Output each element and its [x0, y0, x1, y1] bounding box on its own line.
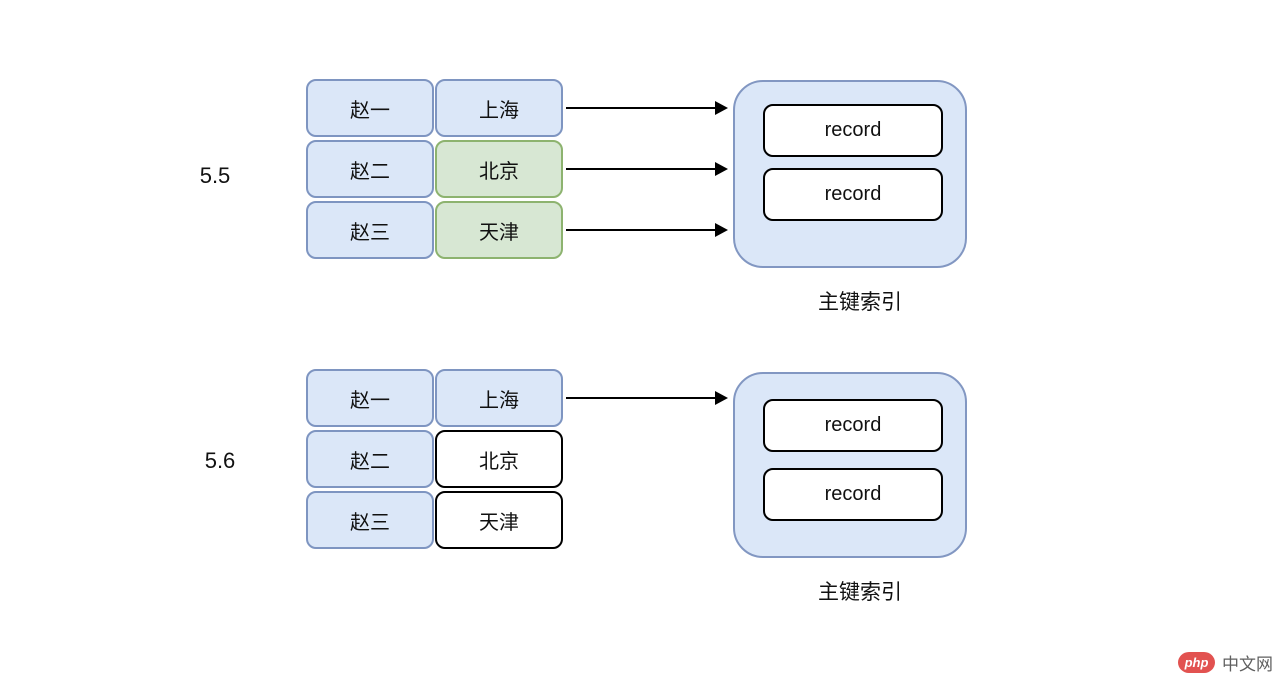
arrow-row-1-icon [566, 101, 728, 115]
version-label-5-5: 5.5 [199, 163, 231, 188]
index-caption: 主键索引 [818, 291, 902, 314]
primary-key-index-box: record record [733, 80, 967, 268]
primary-key-index-box: record record [733, 372, 967, 558]
city-cell: 上海 [435, 79, 563, 137]
php-cn-watermark: php 中文网 [1178, 650, 1273, 675]
city-cell: 上海 [435, 369, 563, 427]
php-logo-icon: php [1178, 652, 1215, 673]
name-cell: 赵三 [306, 201, 434, 259]
city-cell: 北京 [435, 430, 563, 488]
name-cell: 赵一 [306, 369, 434, 427]
record-box: record [763, 168, 943, 221]
city-cell: 天津 [435, 201, 563, 259]
arrow-row-1-icon [566, 391, 728, 405]
watermark-site-label: 中文网 [1222, 655, 1273, 674]
name-cell: 赵二 [306, 140, 434, 198]
name-cell: 赵二 [306, 430, 434, 488]
arrow-row-3-icon [566, 223, 728, 237]
record-box: record [763, 468, 943, 521]
name-cell: 赵一 [306, 79, 434, 137]
city-cell: 北京 [435, 140, 563, 198]
version-label-5-6: 5.6 [204, 448, 236, 473]
city-cell: 天津 [435, 491, 563, 549]
index-caption: 主键索引 [818, 581, 902, 604]
record-box: record [763, 104, 943, 157]
record-box: record [763, 399, 943, 452]
name-cell: 赵三 [306, 491, 434, 549]
arrow-row-2-icon [566, 162, 728, 176]
